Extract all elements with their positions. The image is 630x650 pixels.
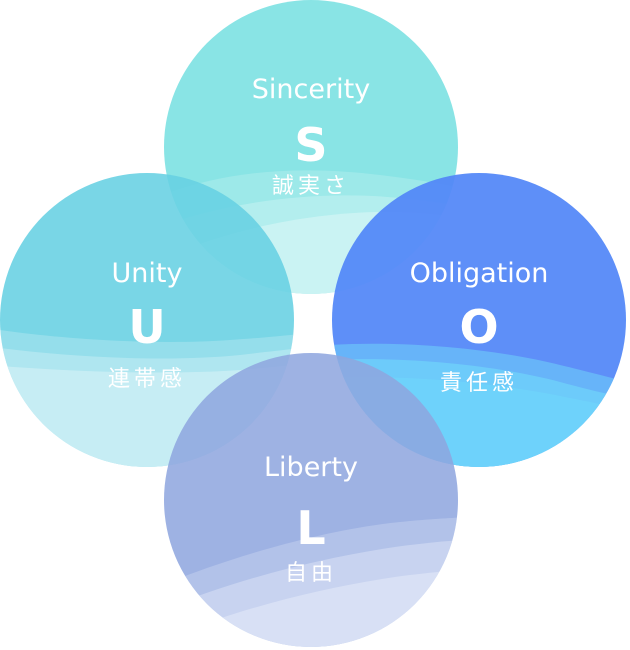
liberty-letter: L — [296, 501, 325, 555]
unity-japanese: 連帯感 — [108, 367, 186, 392]
unity-letter: U — [128, 300, 165, 354]
liberty-word: Liberty — [264, 452, 358, 483]
sincerity-japanese: 誠実さ — [272, 174, 350, 199]
unity-word: Unity — [112, 258, 183, 289]
obligation-japanese: 責任感 — [440, 371, 518, 396]
obligation-word: Obligation — [410, 258, 549, 289]
liberty-japanese: 自由 — [285, 561, 337, 586]
obligation-letter: O — [459, 300, 498, 354]
sincerity-letter: S — [294, 118, 327, 172]
sincerity-word: Sincerity — [252, 74, 370, 105]
circle-liberty-shape — [164, 353, 458, 647]
